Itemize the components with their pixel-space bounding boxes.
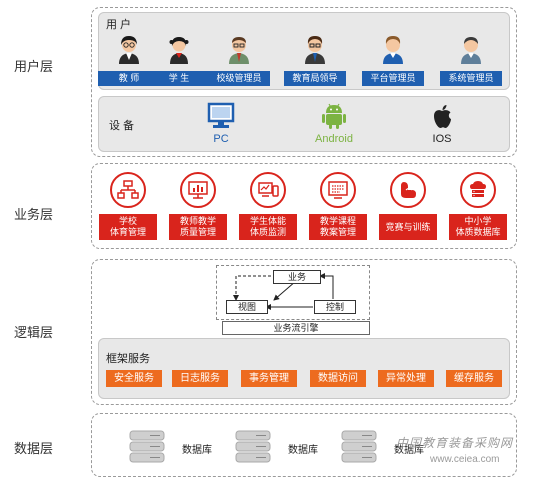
role-system-admin-label: 系统管理员 [440, 71, 502, 86]
watermark-url: www.ceiea.com [430, 454, 500, 465]
users-panel-title: 用 户 [106, 19, 132, 31]
module-competition-label: 竞赛与训练 [379, 214, 437, 240]
database-3-label: 数据库 [394, 445, 424, 456]
fitness-monitoring-icon [250, 172, 286, 208]
role-bureau-leader[interactable]: 教育局领导 [284, 34, 346, 86]
database-2 [234, 429, 272, 470]
service-cache[interactable]: 缓存服务 [446, 370, 502, 387]
devices-panel-title: 设 备 [109, 120, 135, 132]
monitor-icon [207, 102, 235, 128]
module-school-pe-label: 学校 体育管理 [99, 214, 157, 240]
android-icon [322, 103, 346, 129]
framework-panel: 框架服务 [98, 338, 510, 399]
device-android-label: Android [315, 133, 353, 145]
service-data-access[interactable]: 数据访问 [310, 370, 366, 387]
service-security[interactable]: 安全服务 [106, 370, 162, 387]
workflow-engine-bar: 业务流引擎 [222, 321, 370, 335]
role-system-admin[interactable]: 系统管理员 [440, 34, 502, 86]
competition-icon [390, 172, 426, 208]
system-admin-icon [461, 37, 481, 64]
logic-layer-label: 逻辑层 [14, 325, 54, 340]
logic-layer-frame [91, 259, 517, 405]
module-fitness-monitoring[interactable]: 学生体能 体质监测 [239, 172, 297, 240]
role-teacher-label: 教 师 [98, 71, 160, 86]
device-pc[interactable]: PC [205, 102, 237, 145]
database-3 [340, 429, 378, 470]
module-course-plan-label: 教学课程 教案管理 [309, 214, 367, 240]
role-student-label: 学 生 [148, 71, 210, 86]
device-android[interactable]: Android [310, 102, 358, 145]
school-pe-management-icon [110, 172, 146, 208]
course-plan-icon [320, 172, 356, 208]
framework-panel-title: 框架服务 [106, 353, 150, 365]
teaching-quality-icon [180, 172, 216, 208]
role-bureau-leader-label: 教育局领导 [284, 71, 346, 86]
database-icon [341, 430, 377, 463]
data-layer-label: 数据层 [14, 441, 54, 456]
student-icon [169, 37, 189, 64]
module-fitness-database[interactable]: 中小学 体质数据库 [449, 172, 507, 240]
user-layer-label: 用户层 [14, 59, 54, 74]
role-student[interactable]: 学 生 [148, 34, 210, 86]
module-course-plan[interactable]: 教学课程 教案管理 [309, 172, 367, 240]
database-2-label: 数据库 [288, 445, 318, 456]
business-layer-frame [91, 163, 517, 249]
workflow-business-box: 业务 [273, 270, 321, 284]
bureau-leader-icon [305, 36, 325, 64]
database-1-label: 数据库 [182, 445, 212, 456]
module-school-pe[interactable]: 学校 体育管理 [99, 172, 157, 240]
apple-icon [434, 105, 451, 128]
teacher-icon [119, 36, 139, 64]
workflow-frame [216, 265, 370, 320]
workflow-view-box: 视图 [226, 300, 268, 314]
workflow-control-box: 控制 [314, 300, 356, 314]
device-pc-label: PC [213, 133, 229, 145]
role-school-admin[interactable]: 校级管理员 [208, 34, 270, 86]
school-admin-icon [229, 37, 249, 64]
role-platform-admin[interactable]: 平台管理员 [362, 34, 424, 86]
service-exception[interactable]: 异常处理 [378, 370, 434, 387]
database-1 [128, 429, 166, 470]
module-teaching-quality-label: 教师教学 质量管理 [169, 214, 227, 240]
device-ios[interactable]: IOS [428, 102, 456, 145]
business-layer-label: 业务层 [14, 207, 54, 222]
database-icon [235, 430, 271, 463]
data-layer-frame [91, 413, 517, 477]
fitness-database-icon [460, 172, 496, 208]
watermark-text: 中国教育装备采购网 [396, 436, 514, 450]
module-fitness-monitoring-label: 学生体能 体质监测 [239, 214, 297, 240]
platform-admin-icon [383, 36, 403, 64]
service-logging[interactable]: 日志服务 [172, 370, 228, 387]
role-platform-admin-label: 平台管理员 [362, 71, 424, 86]
role-teacher[interactable]: 教 师 [98, 34, 160, 86]
module-competition[interactable]: 竞赛与训练 [379, 172, 437, 240]
service-transaction[interactable]: 事务管理 [241, 370, 297, 387]
device-ios-label: IOS [432, 133, 452, 145]
role-school-admin-label: 校级管理员 [208, 71, 270, 86]
user-layer-frame [91, 7, 517, 157]
database-icon [129, 430, 165, 463]
module-fitness-database-label: 中小学 体质数据库 [449, 214, 507, 240]
module-teaching-quality[interactable]: 教师教学 质量管理 [169, 172, 227, 240]
